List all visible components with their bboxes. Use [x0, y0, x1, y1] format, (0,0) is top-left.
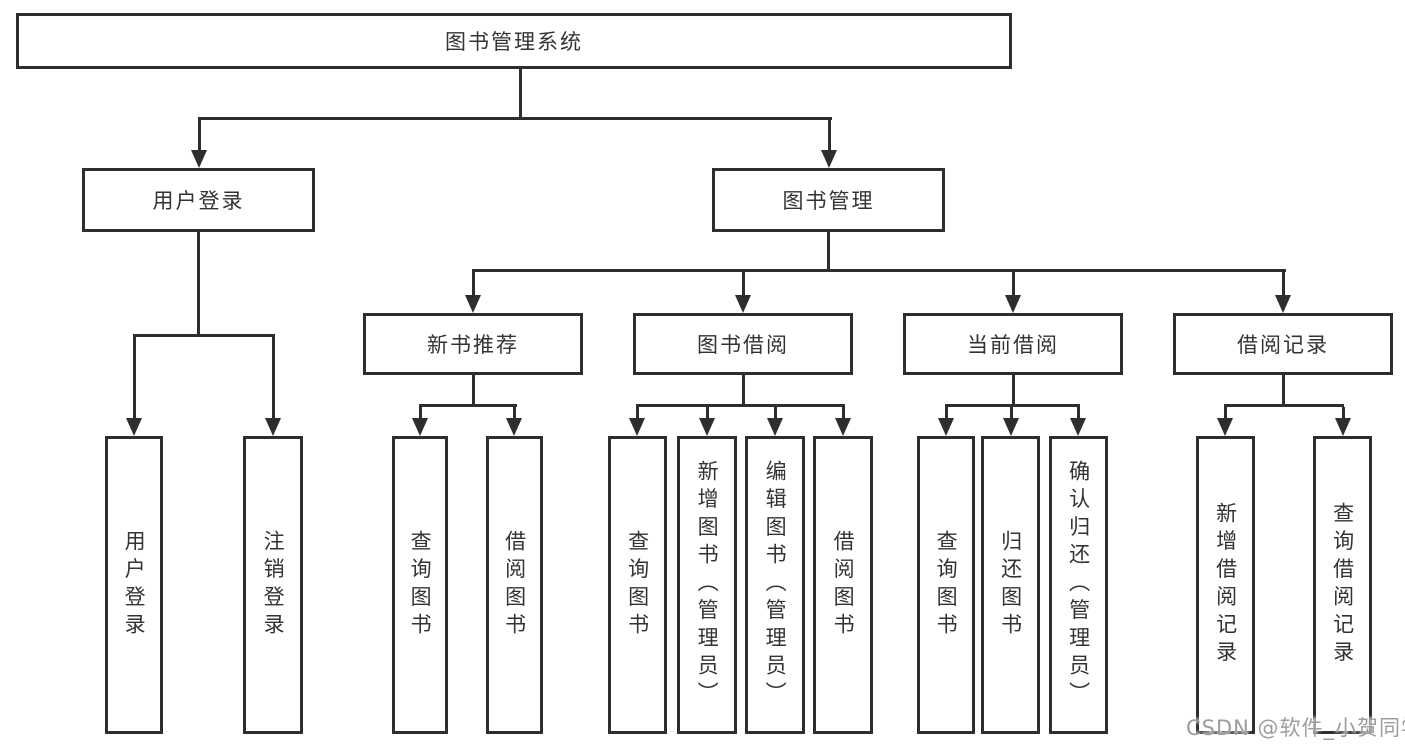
- leaf-recommend-borrow-book-label: 借阅图书: [502, 529, 527, 641]
- connector-line: [133, 337, 136, 420]
- connector-line: [828, 119, 831, 152]
- arrow-down-icon: [1003, 418, 1019, 436]
- leaf-return-book: 归还图书: [981, 436, 1040, 734]
- leaf-confirm-return-admin-label: 确认归还（管理员）: [1066, 460, 1091, 710]
- connector-line: [197, 232, 200, 337]
- connector-line: [827, 232, 830, 271]
- arrow-down-icon: [412, 418, 428, 436]
- connector-line: [842, 407, 845, 420]
- arrow-down-icon: [126, 418, 142, 436]
- node-current-borrowing: 当前借阅: [903, 313, 1123, 375]
- arrow-down-icon: [465, 295, 481, 313]
- arrow-down-icon: [767, 418, 783, 436]
- arrow-down-icon: [1275, 295, 1291, 313]
- leaf-recommend-borrow-book: 借阅图书: [486, 436, 543, 734]
- connector-line: [742, 272, 745, 297]
- connector-line: [133, 334, 275, 337]
- connector-line: [742, 375, 745, 406]
- connector-line: [513, 407, 516, 420]
- connector-line: [1012, 375, 1015, 406]
- leaf-user-login: 用户登录: [105, 436, 163, 734]
- node-book-management: 图书管理: [712, 168, 945, 232]
- node-book-borrowing: 图书借阅: [633, 313, 853, 375]
- leaf-borrow-book: 借阅图书: [813, 436, 873, 734]
- leaf-current-query-book: 查询图书: [917, 436, 975, 734]
- connector-line: [1224, 404, 1344, 407]
- node-root-label: 图书管理系统: [445, 30, 583, 54]
- node-book-management-label: 图书管理: [782, 189, 875, 213]
- node-new-book-recommend-label: 新书推荐: [427, 333, 519, 357]
- node-borrowing-records: 借阅记录: [1173, 313, 1393, 375]
- connector-line: [945, 407, 948, 420]
- arrow-down-icon: [1217, 418, 1233, 436]
- connector-line: [636, 407, 639, 420]
- connector-line: [1077, 407, 1080, 420]
- connector-line: [1010, 407, 1013, 420]
- node-new-book-recommend: 新书推荐: [363, 313, 583, 375]
- leaf-add-borrow-record-label: 新增借阅记录: [1213, 501, 1238, 669]
- leaf-logout-label: 注销登录: [261, 529, 286, 641]
- leaf-add-borrow-record: 新增借阅记录: [1196, 436, 1255, 734]
- arrow-down-icon: [265, 418, 281, 436]
- leaf-return-book-label: 归还图书: [998, 529, 1023, 641]
- leaf-recommend-query-book-label: 查询图书: [408, 529, 433, 641]
- leaf-edit-book-admin-label: 编辑图书（管理员）: [763, 460, 788, 710]
- arrow-down-icon: [1070, 418, 1086, 436]
- connector-line: [198, 117, 832, 120]
- arrow-down-icon: [699, 418, 715, 436]
- node-user-login: 用户登录: [82, 168, 315, 232]
- node-user-login-label: 用户登录: [152, 189, 245, 213]
- leaf-edit-book-admin: 编辑图书（管理员）: [745, 436, 805, 734]
- arrow-down-icon: [506, 418, 522, 436]
- connector-line: [472, 272, 475, 297]
- connector-line: [1282, 272, 1285, 297]
- node-root-system: 图书管理系统: [16, 13, 1012, 69]
- leaf-borrow-book-label: 借阅图书: [831, 529, 856, 641]
- arrow-down-icon: [938, 418, 954, 436]
- connector-line: [945, 404, 1080, 407]
- connector-line: [1012, 272, 1015, 297]
- arrow-down-icon: [735, 295, 751, 313]
- leaf-add-book-admin: 新增图书（管理员）: [677, 436, 737, 734]
- arrow-down-icon: [821, 150, 837, 168]
- connector-line: [419, 404, 517, 407]
- leaf-add-book-admin-label: 新增图书（管理员）: [695, 460, 720, 710]
- connector-line: [706, 407, 709, 420]
- connector-line: [272, 337, 275, 420]
- leaf-recommend-query-book: 查询图书: [392, 436, 448, 734]
- leaf-user-login-label: 用户登录: [122, 529, 147, 641]
- arrow-down-icon: [1335, 418, 1351, 436]
- connector-line: [519, 69, 522, 119]
- leaf-logout: 注销登录: [243, 436, 303, 734]
- connector-line: [198, 119, 201, 152]
- leaf-borrow-query-book-label: 查询图书: [625, 529, 650, 641]
- arrow-down-icon: [191, 150, 207, 168]
- leaf-query-borrow-record: 查询借阅记录: [1313, 436, 1372, 734]
- leaf-query-borrow-record-label: 查询借阅记录: [1330, 501, 1355, 669]
- node-current-borrowing-label: 当前借阅: [967, 333, 1059, 357]
- connector-line: [472, 375, 475, 406]
- csdn-watermark: CSDN @软件_小贺同学: [1186, 716, 1405, 740]
- leaf-current-query-book-label: 查询图书: [934, 529, 959, 641]
- arrow-down-icon: [629, 418, 645, 436]
- connector-line: [1282, 375, 1285, 406]
- connector-line: [472, 269, 1286, 272]
- connector-line: [1224, 407, 1227, 420]
- connector-line: [636, 404, 845, 407]
- arrow-down-icon: [1005, 295, 1021, 313]
- arrow-down-icon: [835, 418, 851, 436]
- node-borrowing-records-label: 借阅记录: [1237, 333, 1329, 357]
- leaf-confirm-return-admin: 确认归还（管理员）: [1049, 436, 1108, 734]
- leaf-borrow-query-book: 查询图书: [608, 436, 667, 734]
- connector-line: [419, 407, 422, 420]
- connector-line: [1342, 407, 1345, 420]
- connector-line: [774, 407, 777, 420]
- node-book-borrowing-label: 图书借阅: [697, 333, 789, 357]
